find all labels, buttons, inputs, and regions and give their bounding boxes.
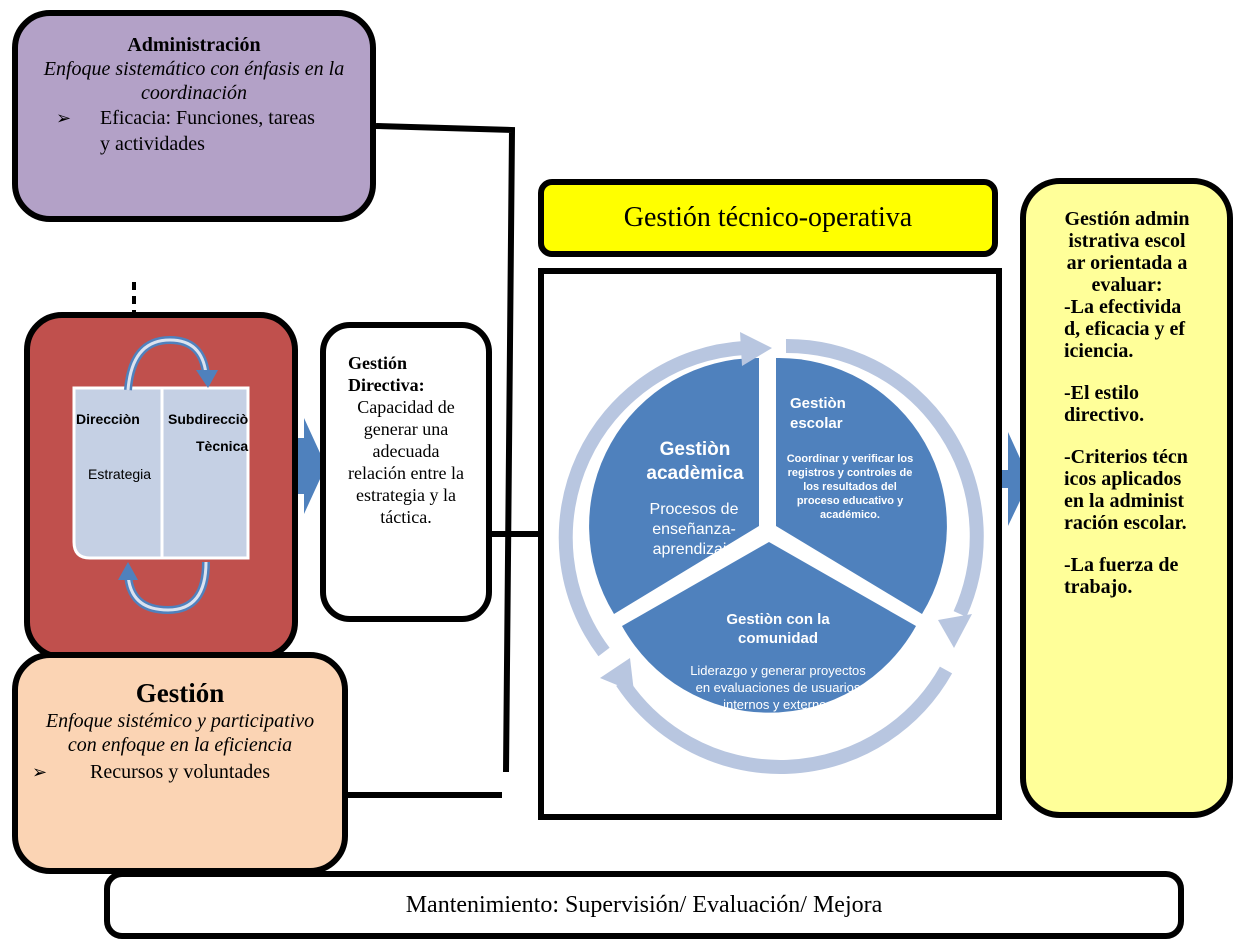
- escolar-body: Coordinar y verificar los registros y co…: [786, 453, 914, 521]
- gestion-box: Gestión Enfoque sistémico y participativ…: [12, 652, 348, 874]
- right-card: [160, 386, 250, 560]
- top-cycle-arrow-inner: [126, 338, 208, 391]
- left-card: [72, 386, 164, 560]
- gestion-bullet: ➢ Recursos y voluntades: [18, 759, 342, 785]
- gestion-title: Gestión: [135, 678, 225, 708]
- right-panel-content: Gestión administrativa escolar orientada…: [1026, 184, 1190, 598]
- estrategia-label: Estrategia: [88, 466, 152, 482]
- gestion-bullet-text: Recursos y voluntades: [90, 761, 270, 783]
- direccion-cycle-box: Direcciòn Estrategia Subdirecciò Tècnica: [24, 312, 298, 660]
- directiva-title: Gestión Directiva:: [348, 353, 425, 395]
- top-arrowhead-icon: [196, 370, 218, 388]
- tecnica-label: Tècnica: [196, 438, 249, 454]
- right-item-3: -Criterios técnicos aplicados en la admi…: [1064, 446, 1188, 534]
- arrowhead-academica-icon: [740, 332, 772, 366]
- escolar-title: Gestiòn escolar: [790, 395, 846, 432]
- administracion-title: Administración: [127, 34, 261, 56]
- right-item-4: -La fuerza de trabajo.: [1064, 554, 1179, 598]
- right-arrow-right: [996, 432, 1030, 526]
- administracion-subtitle: Enfoque sistemático con énfasis en la co…: [43, 58, 345, 104]
- administracion-bullet-text: Eficacia: Funciones, tareas y actividade…: [100, 107, 315, 155]
- direccion-label: Direcciòn: [76, 411, 140, 427]
- comunidad-title: Gestiòn con la comunidad: [726, 611, 830, 647]
- right-item-2: -El estilo directivo.: [1064, 382, 1145, 426]
- gestion-subtitle: Enfoque sistémico y participativo con en…: [45, 710, 315, 756]
- arc-arrow-escolar-icon: [785, 338, 984, 617]
- arc-arrow-comunidad-icon: [616, 666, 953, 774]
- right-panel-title: Gestión administrativa escolar orientada…: [1064, 208, 1190, 296]
- administracion-box: Administración Enfoque sistemático con é…: [12, 10, 376, 222]
- segment-comunidad: [622, 542, 916, 713]
- administracion-bullet: ➢ Eficacia: Funciones, tareas y activida…: [18, 105, 370, 157]
- cycle-diagram: [558, 332, 984, 774]
- arc-arrow-academica-icon: [558, 341, 745, 657]
- academica-body: Procesos de enseñanza-aprendizaje: [649, 501, 739, 558]
- gestion-administrativa-box: Gestión administrativa escolar orientada…: [1020, 178, 1233, 818]
- bottom-cycle-arrow-inner: [126, 561, 208, 612]
- cycle-shapes: [72, 335, 250, 615]
- arrowhead-escolar-icon: [938, 614, 972, 648]
- comunidad-body: Liderazgo y generar proyectos en evaluac…: [690, 663, 866, 712]
- arrow-bullet-icon: ➢: [56, 108, 72, 128]
- admin-connector: [375, 123, 516, 773]
- segment-escolar: [776, 357, 947, 614]
- gestion-directiva-box: Gestión Directiva: Capacidad de generar …: [320, 322, 492, 622]
- segment-academica: [589, 357, 759, 614]
- arrow-bullet-icon: ➢: [32, 762, 48, 782]
- mantenimiento-box: Mantenimiento: Supervisión/ Evaluación/ …: [104, 871, 1184, 939]
- right-item-1: -La efectividad, eficacia y eficiencia.: [1064, 296, 1186, 362]
- cycle-frame: Gestiòn acadèmica Procesos de enseñanza-…: [538, 268, 1002, 820]
- arrowhead-comunidad-icon: [600, 658, 634, 692]
- tecnico-operativa-title: Gestión técnico-operativa: [538, 179, 998, 257]
- bottom-arrowhead-icon: [118, 562, 138, 580]
- academica-title: Gestiòn acadèmica: [646, 439, 744, 484]
- directiva-body: Capacidad de generar una adecuada relaci…: [348, 397, 464, 527]
- subdireccion-label: Subdirecciò: [168, 411, 249, 427]
